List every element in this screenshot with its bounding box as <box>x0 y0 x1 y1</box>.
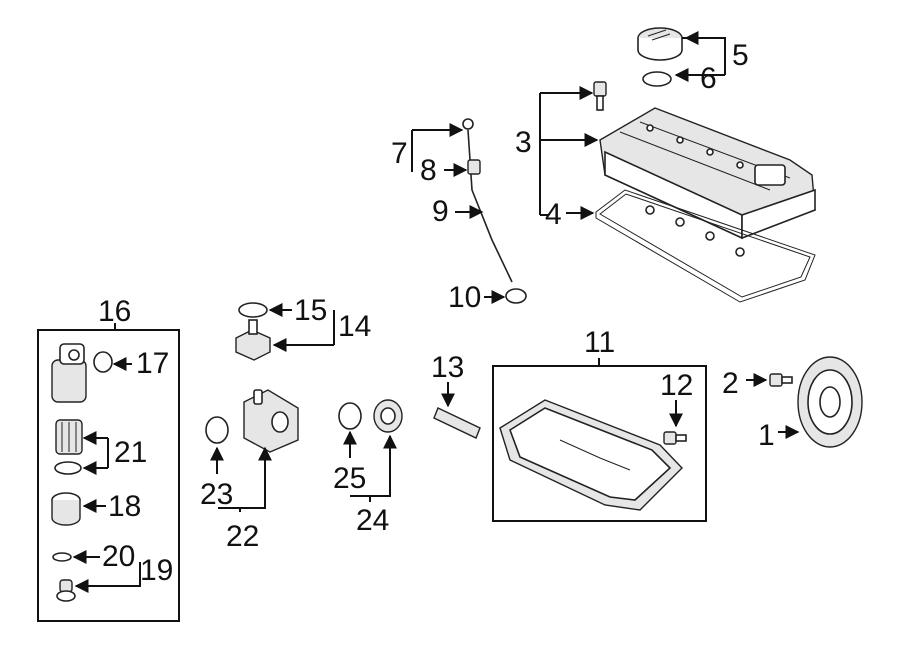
filler-cap-seal-part[interactable] <box>642 71 672 87</box>
cap-plug-part[interactable] <box>373 399 403 433</box>
callout-12: 12 <box>660 369 693 402</box>
callout-6: 6 <box>700 62 717 95</box>
drain-plug-small-part[interactable] <box>56 579 76 602</box>
oil-cooler-seal-part[interactable] <box>205 416 229 444</box>
callout-19: 19 <box>140 554 173 587</box>
oil-filler-cap-part[interactable] <box>637 27 683 61</box>
oil-filter-housing-part[interactable] <box>51 343 87 403</box>
seal-ring-part[interactable] <box>338 402 362 430</box>
callout-14: 14 <box>338 310 371 343</box>
callout-20: 20 <box>102 540 135 573</box>
filter-element-seal-part[interactable] <box>54 461 82 475</box>
oil-cooler-part[interactable] <box>243 389 299 453</box>
housing-seal-part[interactable] <box>93 351 113 373</box>
oil-pan-part[interactable] <box>499 399 683 511</box>
callout-4: 4 <box>545 198 562 231</box>
callout-8: 8 <box>420 154 437 187</box>
cap-o-ring-part[interactable] <box>52 552 72 562</box>
callout-2: 2 <box>722 367 739 400</box>
oil-strainer-tube-part[interactable] <box>433 407 481 439</box>
crankshaft-pulley-part[interactable] <box>797 356 863 448</box>
valve-cover-gasket-part[interactable] <box>595 189 816 303</box>
callout-17: 17 <box>136 347 169 380</box>
dipstick-tube-seal-part[interactable] <box>505 288 527 304</box>
dipstick-part[interactable] <box>462 118 513 283</box>
callout-16: 16 <box>98 295 131 328</box>
callout-11: 11 <box>584 326 615 359</box>
callout-3: 3 <box>515 126 532 159</box>
sensor-bolt-part[interactable] <box>769 373 793 387</box>
callout-1: 1 <box>758 419 775 452</box>
callout-7: 7 <box>391 137 408 170</box>
callout-22: 22 <box>226 520 259 553</box>
callout-21: 21 <box>114 436 147 469</box>
callout-13: 13 <box>431 351 464 384</box>
callout-9: 9 <box>432 195 449 228</box>
callout-5: 5 <box>732 39 749 72</box>
oil-pressure-switch-seal-part[interactable] <box>238 302 268 318</box>
drain-plug-part[interactable] <box>663 431 687 445</box>
pcv-valve-part[interactable] <box>593 81 607 111</box>
callout-15: 15 <box>294 294 327 327</box>
callout-10: 10 <box>448 281 481 314</box>
valve-cover-part[interactable] <box>599 107 816 240</box>
oil-filter-element-part[interactable] <box>55 419 83 455</box>
oil-pressure-switch-part[interactable] <box>235 319 271 361</box>
oil-filter-group-box <box>37 329 180 622</box>
filter-cap-part[interactable] <box>51 492 81 526</box>
callout-23: 23 <box>200 478 233 511</box>
callout-25: 25 <box>333 462 366 495</box>
callout-18: 18 <box>108 490 141 523</box>
callout-24: 24 <box>356 504 389 537</box>
